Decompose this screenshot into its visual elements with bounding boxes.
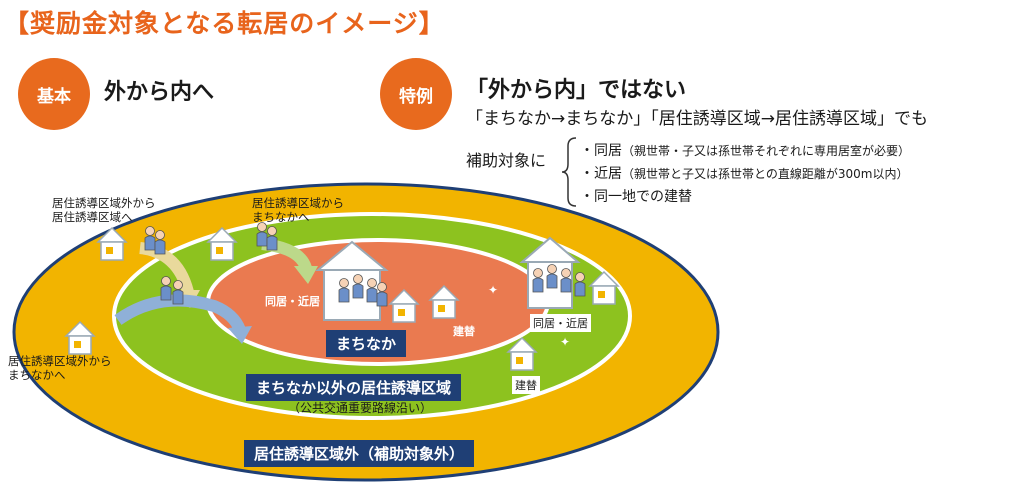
- special-item-rebuild: ・同一地での建替: [580, 189, 692, 205]
- center-zone-label: まちなか: [326, 330, 407, 357]
- center-cohabit-label: 同居・近居: [265, 295, 320, 308]
- svg-text:✦: ✦: [560, 335, 570, 349]
- special-item-cohabit: ・同居（親世帯・子又は孫世帯それぞれに専用居室が必要）: [580, 143, 911, 159]
- brace-icon: [561, 137, 577, 207]
- zone-cohabit-label: 同居・近居: [530, 314, 591, 332]
- label-outer-to-residential: 居住誘導区域外から 居住誘導区域へ: [52, 196, 156, 224]
- special-subtitle: 「まちなか→まちなか」「居住誘導区域→居住誘導区域」でも: [466, 109, 928, 129]
- page-title: 【奨励金対象となる転居のイメージ】: [4, 9, 445, 38]
- arrow-outer-to-center: [114, 294, 246, 333]
- label-residential-to-center: 居住誘導区域から まちなかへ: [252, 196, 344, 224]
- residential-zone-sublabel: （公共交通重要路線沿い）: [288, 401, 433, 415]
- basic-heading: 外から内へ: [104, 80, 215, 105]
- residential-zone-label: まちなか以外の居住誘導区域: [246, 374, 462, 401]
- badge-special: 特例: [380, 58, 452, 130]
- center-rebuild-label: 建替: [453, 325, 475, 338]
- special-heading: 「外から内」ではない: [466, 78, 687, 103]
- zone-rebuild-label: 建替: [512, 376, 540, 394]
- special-intro: 補助対象に: [466, 151, 547, 170]
- badge-basic: 基本: [18, 58, 90, 130]
- label-outer-to-center: 居住誘導区域外から まちなかへ: [8, 354, 112, 382]
- special-item-near: ・近居（親世帯と子又は孫世帯との直線距離が300m以内）: [580, 166, 909, 182]
- outer-zone-label: 居住誘導区域外（補助対象外）: [244, 440, 475, 467]
- svg-text:✦: ✦: [488, 283, 498, 297]
